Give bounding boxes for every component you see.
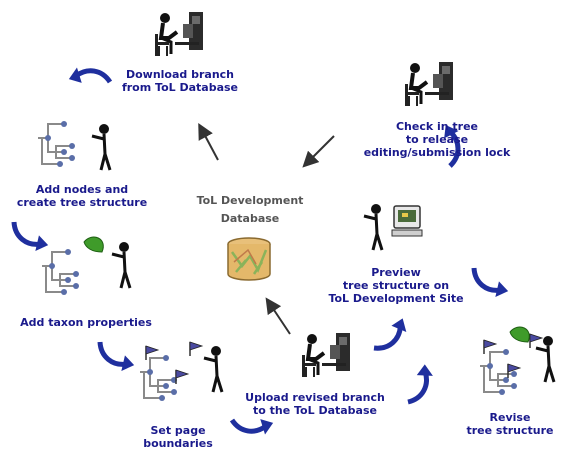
step-revise-label: Revise tree structure (466, 411, 554, 437)
step-download-label: Download branch from ToL Database (121, 68, 239, 94)
person-with-leaf-icon (41, 236, 132, 296)
step-add-taxon-label: Add taxon properties (20, 316, 152, 329)
person-with-tree-icon (37, 120, 112, 172)
cycle-arrow-icon (7, 222, 51, 254)
step-preview-label: Preview tree structure on ToL Developmen… (328, 266, 464, 305)
step-checkin-label: Check in tree to release editing/submiss… (363, 120, 511, 159)
person-at-computer-icon (300, 331, 352, 379)
db-arrow-from-checkin (302, 135, 335, 168)
cycle-arrow-icon (408, 363, 435, 406)
person-viewing-monitor-icon (362, 202, 423, 252)
database-title-line1: ToL Development (196, 194, 304, 207)
database-title: ToL Development Database (180, 194, 320, 226)
person-at-computer-icon (403, 60, 455, 108)
person-with-flags-icon (139, 341, 224, 402)
cycle-arrow-icon (374, 313, 411, 358)
person-with-flags-icon (479, 326, 556, 396)
step-upload-label: Upload revised branch to the ToL Databas… (245, 391, 385, 417)
person-at-computer-icon (153, 10, 205, 58)
db-arrow-from-upload (265, 297, 291, 335)
cycle-arrow-icon (93, 342, 137, 374)
cycle-arrow-icon (232, 413, 275, 440)
database-title-line2: Database (220, 212, 280, 225)
database-icon (227, 237, 271, 281)
step-add-nodes-label: Add nodes and create tree structure (16, 183, 148, 209)
db-arrow-to-download (198, 122, 219, 161)
step-boundaries-label: Set page boundaries (143, 424, 213, 450)
